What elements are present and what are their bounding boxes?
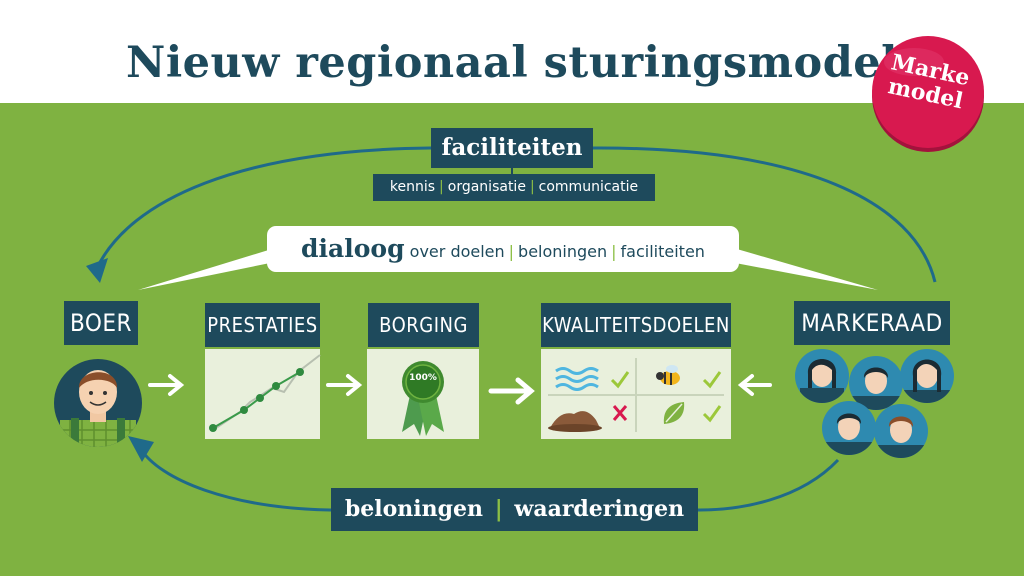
dialoog-title: dialoog — [301, 234, 405, 263]
cross-icon — [612, 405, 628, 421]
label-boer: BOER — [64, 301, 138, 345]
label-borging: BORGING — [368, 303, 479, 347]
arrow-markeraad-kwaliteit — [737, 374, 772, 396]
bottom-arc — [138, 447, 840, 512]
bee-icon — [656, 365, 680, 385]
check-icon — [702, 371, 722, 389]
beloningen-right: waarderingen — [514, 496, 685, 522]
check-icon — [702, 405, 722, 423]
dialoog-banner: dialoog over doelen|beloningen|facilitei… — [267, 226, 739, 272]
faciliteiten-item: organisatie — [447, 179, 526, 195]
bottom-arrowhead — [128, 436, 154, 462]
faciliteiten-item: kennis — [389, 179, 436, 195]
check-icon — [610, 371, 630, 389]
dialoog-wedge-left — [138, 248, 275, 290]
page-title: Nieuw regionaal sturingsmodel — [126, 38, 898, 88]
water-icon — [555, 367, 599, 391]
label-kwaliteitsdoelen: KWALITEITSDOELEN — [541, 303, 731, 347]
dialoog-item: doelen — [450, 242, 505, 261]
top-arc — [95, 146, 937, 283]
quality-goals-grid — [548, 358, 724, 432]
beloningen-banner: beloningen | waarderingen — [331, 488, 698, 531]
label-markeraad: MARKERAAD — [794, 301, 950, 345]
dialoog-item: faciliteiten — [620, 242, 705, 261]
top-arrowhead — [86, 258, 108, 283]
label-prestaties: PRESTATIES — [205, 303, 320, 347]
dialoog-prefix: over — [409, 242, 446, 261]
leaf-icon — [663, 402, 685, 424]
arrow-boer-prestaties — [148, 374, 185, 396]
beloningen-left: beloningen — [344, 496, 484, 522]
arrow-borging-kwaliteit — [488, 377, 535, 405]
arrow-prestaties-borging — [326, 374, 363, 396]
farmer-avatar-icon — [54, 359, 142, 447]
borging-badge-text: 100% — [409, 373, 437, 383]
dialoog-item: beloningen — [518, 242, 608, 261]
council-avatars-icon — [795, 349, 954, 458]
faciliteiten-item: communicatie — [538, 179, 639, 195]
faciliteiten-title: faciliteiten — [431, 128, 593, 168]
faciliteiten-items: kennis|organisatie|communicatie — [373, 174, 655, 201]
dialoog-wedge-right — [730, 247, 878, 290]
soil-icon — [548, 411, 602, 432]
performance-chart-icon — [209, 354, 321, 432]
markemodel-seal-icon — [872, 36, 984, 152]
rosette-badge-icon — [402, 361, 444, 436]
